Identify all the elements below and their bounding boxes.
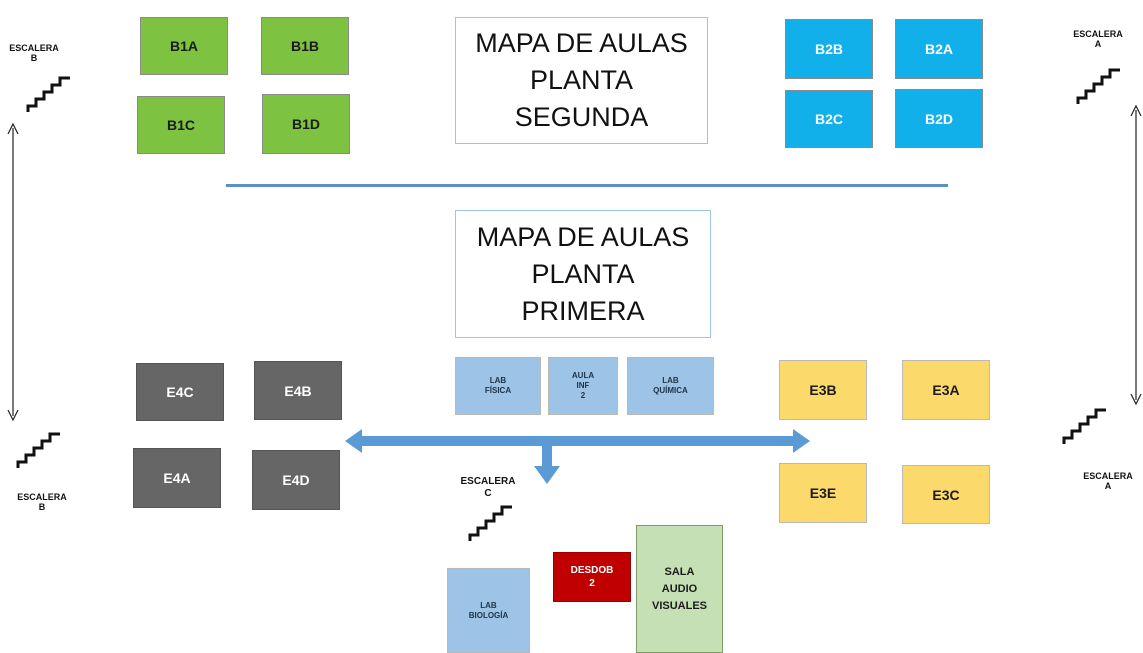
room-b2a[interactable]: B2A — [895, 19, 983, 79]
room-label: B1A — [169, 38, 198, 54]
room-lab-quimica[interactable]: LAB QUÍMICA — [627, 357, 714, 415]
label-escalera-a-bottom: ESCALERA A — [1083, 471, 1133, 491]
double-arrow-vertical-icon — [1130, 104, 1142, 406]
room-lab-biologia[interactable]: LAB BIOLOGÍA — [447, 568, 530, 653]
room-label: E4B — [284, 382, 312, 399]
room-label: LAB QUÍMICA — [653, 376, 688, 395]
room-label: E3C — [932, 486, 960, 503]
room-e3a[interactable]: E3A — [902, 360, 990, 420]
room-label: DESDOB 2 — [570, 565, 614, 589]
room-label: B1D — [291, 116, 320, 132]
room-e3c[interactable]: E3C — [902, 465, 990, 524]
stairs-icon — [26, 76, 70, 112]
label-escalera-a-top: ESCALERA A — [1073, 29, 1123, 49]
room-b1c[interactable]: B1C — [137, 96, 225, 154]
room-label: E4C — [166, 384, 194, 400]
arrow-down-icon — [534, 446, 560, 484]
stairs-icon — [1062, 408, 1106, 444]
room-b2b[interactable]: B2B — [785, 19, 873, 79]
room-label: E3E — [809, 485, 837, 501]
room-b1a[interactable]: B1A — [140, 17, 228, 75]
room-label: E3B — [809, 382, 837, 398]
room-e4b[interactable]: E4B — [254, 361, 342, 420]
room-e3b[interactable]: E3B — [779, 360, 867, 420]
title-floor2: MAPA DE AULAS PLANTA SEGUNDA — [475, 28, 688, 132]
room-label: E4D — [282, 472, 310, 488]
room-aula-inf2[interactable]: AULA INF 2 — [548, 357, 618, 415]
room-e4c[interactable]: E4C — [136, 363, 224, 421]
title-box-floor2: MAPA DE AULAS PLANTA SEGUNDA — [455, 17, 708, 144]
room-desdob2[interactable]: DESDOB 2 — [553, 552, 631, 602]
label-escalera-b-top: ESCALERA B — [9, 43, 59, 63]
stairs-icon — [468, 505, 512, 541]
room-label: B2B — [814, 41, 843, 57]
room-b2c[interactable]: B2C — [785, 90, 873, 148]
room-b1b[interactable]: B1B — [261, 17, 349, 75]
room-lab-fisica[interactable]: LAB FÍSICA — [455, 357, 541, 415]
label-escalera-b-bottom: ESCALERA B — [17, 492, 67, 512]
stairs-icon — [16, 432, 60, 468]
room-label: B2C — [814, 111, 843, 127]
room-sala-audiovisuales[interactable]: SALA AUDIO VISUALES — [636, 525, 723, 653]
room-label: SALA AUDIO VISUALES — [651, 565, 707, 612]
room-label: B2D — [924, 110, 953, 127]
room-label: E3A — [932, 382, 960, 398]
room-b1d[interactable]: B1D — [262, 94, 350, 154]
title-box-floor1: MAPA DE AULAS PLANTA PRIMERA — [455, 210, 711, 338]
double-arrow-vertical-icon — [7, 122, 19, 422]
room-label: E4A — [163, 470, 191, 486]
double-arrow-horizontal-icon — [345, 429, 810, 453]
title-floor1: MAPA DE AULAS PLANTA PRIMERA — [476, 221, 690, 326]
room-label: LAB BIOLOGÍA — [468, 600, 509, 620]
room-e4d[interactable]: E4D — [252, 450, 340, 510]
room-label: B1B — [290, 38, 319, 54]
room-label: B2A — [924, 41, 953, 57]
room-label: AULA INF 2 — [571, 371, 595, 400]
room-b2d[interactable]: B2D — [895, 89, 983, 148]
room-label: LAB FÍSICA — [484, 376, 512, 395]
room-e3e[interactable]: E3E — [779, 463, 867, 523]
stairs-icon — [1076, 68, 1120, 104]
room-label: B1C — [166, 117, 195, 133]
room-e4a[interactable]: E4A — [133, 448, 221, 508]
floor-divider — [226, 184, 948, 187]
label-escalera-c: ESCALERA C — [460, 476, 516, 499]
